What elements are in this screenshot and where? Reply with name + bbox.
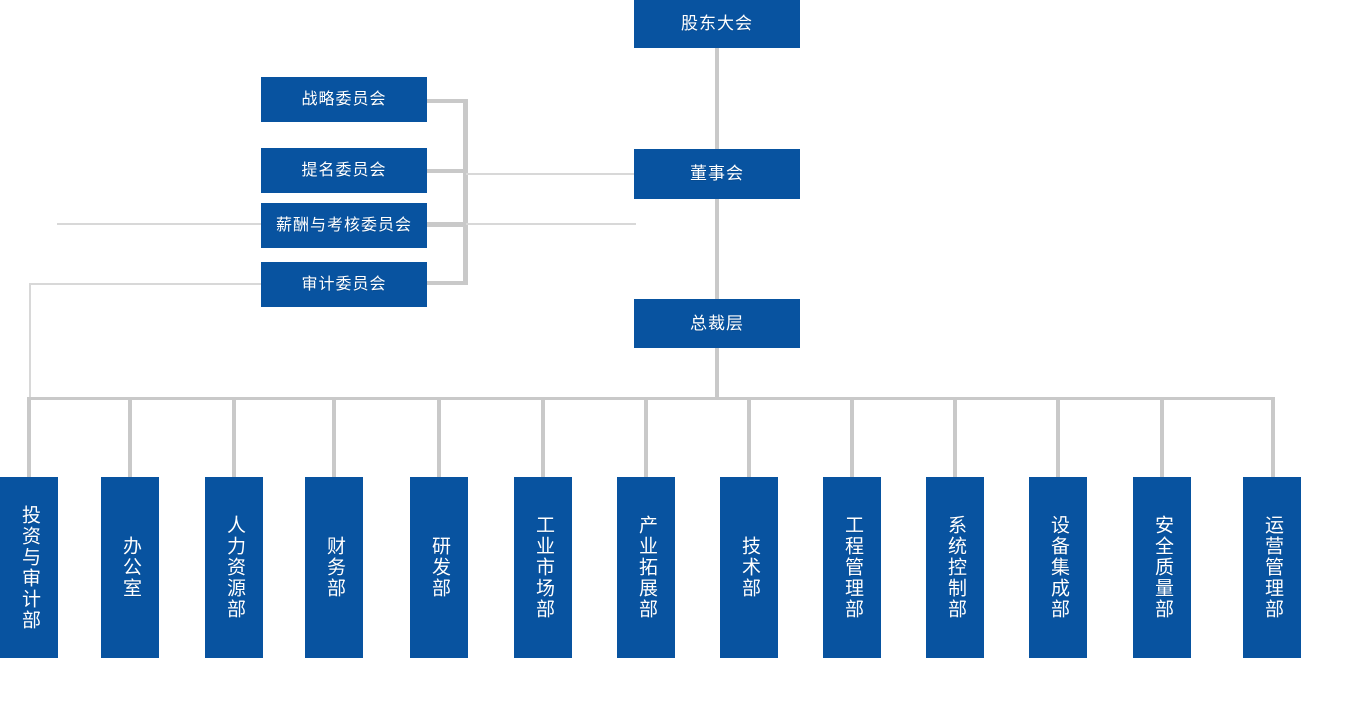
connector-drop-13 [1271,397,1275,477]
connector-drop-8 [747,397,751,477]
committee-label: 审计委员会 [301,275,387,293]
node-department-investment-audit[interactable]: 投资与审计部 [0,477,58,658]
node-department-safety-quality[interactable]: 安全质量部 [1133,477,1191,658]
connector-board-to-president [715,199,719,299]
connector-committee-stub-2 [427,169,467,173]
node-board-of-directors[interactable]: 董事会 [634,149,800,199]
node-department-operations-management[interactable]: 运营管理部 [1243,477,1301,658]
committee-label: 战略委员会 [301,90,387,108]
connector-committee-stub-3 [427,222,467,227]
node-department-technology[interactable]: 技术部 [720,477,778,658]
connector-drop-12 [1160,397,1164,477]
committee-label: 提名委员会 [301,161,387,179]
connector-compensation-left [57,223,261,225]
department-label: 安全质量部 [1151,515,1173,620]
department-label: 人力资源部 [223,515,245,620]
node-department-industrial-market[interactable]: 工业市场部 [514,477,572,658]
node-committee-nomination[interactable]: 提名委员会 [261,148,427,193]
node-committee-compensation[interactable]: 薪酬与考核委员会 [261,203,427,248]
department-label: 财务部 [323,536,345,599]
node-department-industry-expansion[interactable]: 产业拓展部 [617,477,675,658]
department-label: 投资与审计部 [18,504,40,631]
department-label: 研发部 [428,536,450,599]
node-label: 总裁层 [690,313,744,333]
connector-drop-2 [128,397,132,477]
node-department-system-control[interactable]: 系统控制部 [926,477,984,658]
node-department-research-development[interactable]: 研发部 [410,477,468,658]
connector-drop-7 [644,397,648,477]
department-label: 运营管理部 [1261,515,1283,620]
connector-committee-trunk [463,99,468,285]
connector-audit-left [29,283,261,285]
department-label: 技术部 [738,536,760,599]
connector-audit-down [29,283,31,400]
department-label: 工程管理部 [841,515,863,620]
connector-president-to-bus [715,348,719,400]
connector-drop-9 [850,397,854,477]
connector-drop-3 [232,397,236,477]
connector-committee-stub-4 [427,281,467,285]
node-department-equipment-integration[interactable]: 设备集成部 [1029,477,1087,658]
node-department-human-resources[interactable]: 人力资源部 [205,477,263,658]
connector-department-bus [29,397,1275,400]
department-label: 工业市场部 [532,515,554,620]
node-committee-audit[interactable]: 审计委员会 [261,262,427,307]
connector-compensation-right [466,223,636,225]
connector-committee-stub-1 [427,99,467,103]
connector-drop-6 [541,397,545,477]
department-label: 办公室 [119,536,141,599]
department-label: 系统控制部 [944,515,966,620]
node-department-office[interactable]: 办公室 [101,477,159,658]
node-label: 股东大会 [681,14,753,34]
committee-label: 薪酬与考核委员会 [275,216,412,234]
node-department-finance[interactable]: 财务部 [305,477,363,658]
connector-drop-1 [27,397,31,477]
connector-drop-11 [1056,397,1060,477]
node-label: 董事会 [690,164,744,184]
node-department-engineering-management[interactable]: 工程管理部 [823,477,881,658]
department-label: 产业拓展部 [635,515,657,620]
node-shareholders-meeting[interactable]: 股东大会 [634,0,800,48]
connector-drop-4 [332,397,336,477]
connector-committees-to-board [466,173,636,175]
connector-drop-5 [437,397,441,477]
node-committee-strategy[interactable]: 战略委员会 [261,77,427,122]
connector-shareholders-to-board [715,48,719,149]
node-president-level[interactable]: 总裁层 [634,299,800,348]
connector-drop-10 [953,397,957,477]
department-label: 设备集成部 [1047,515,1069,620]
